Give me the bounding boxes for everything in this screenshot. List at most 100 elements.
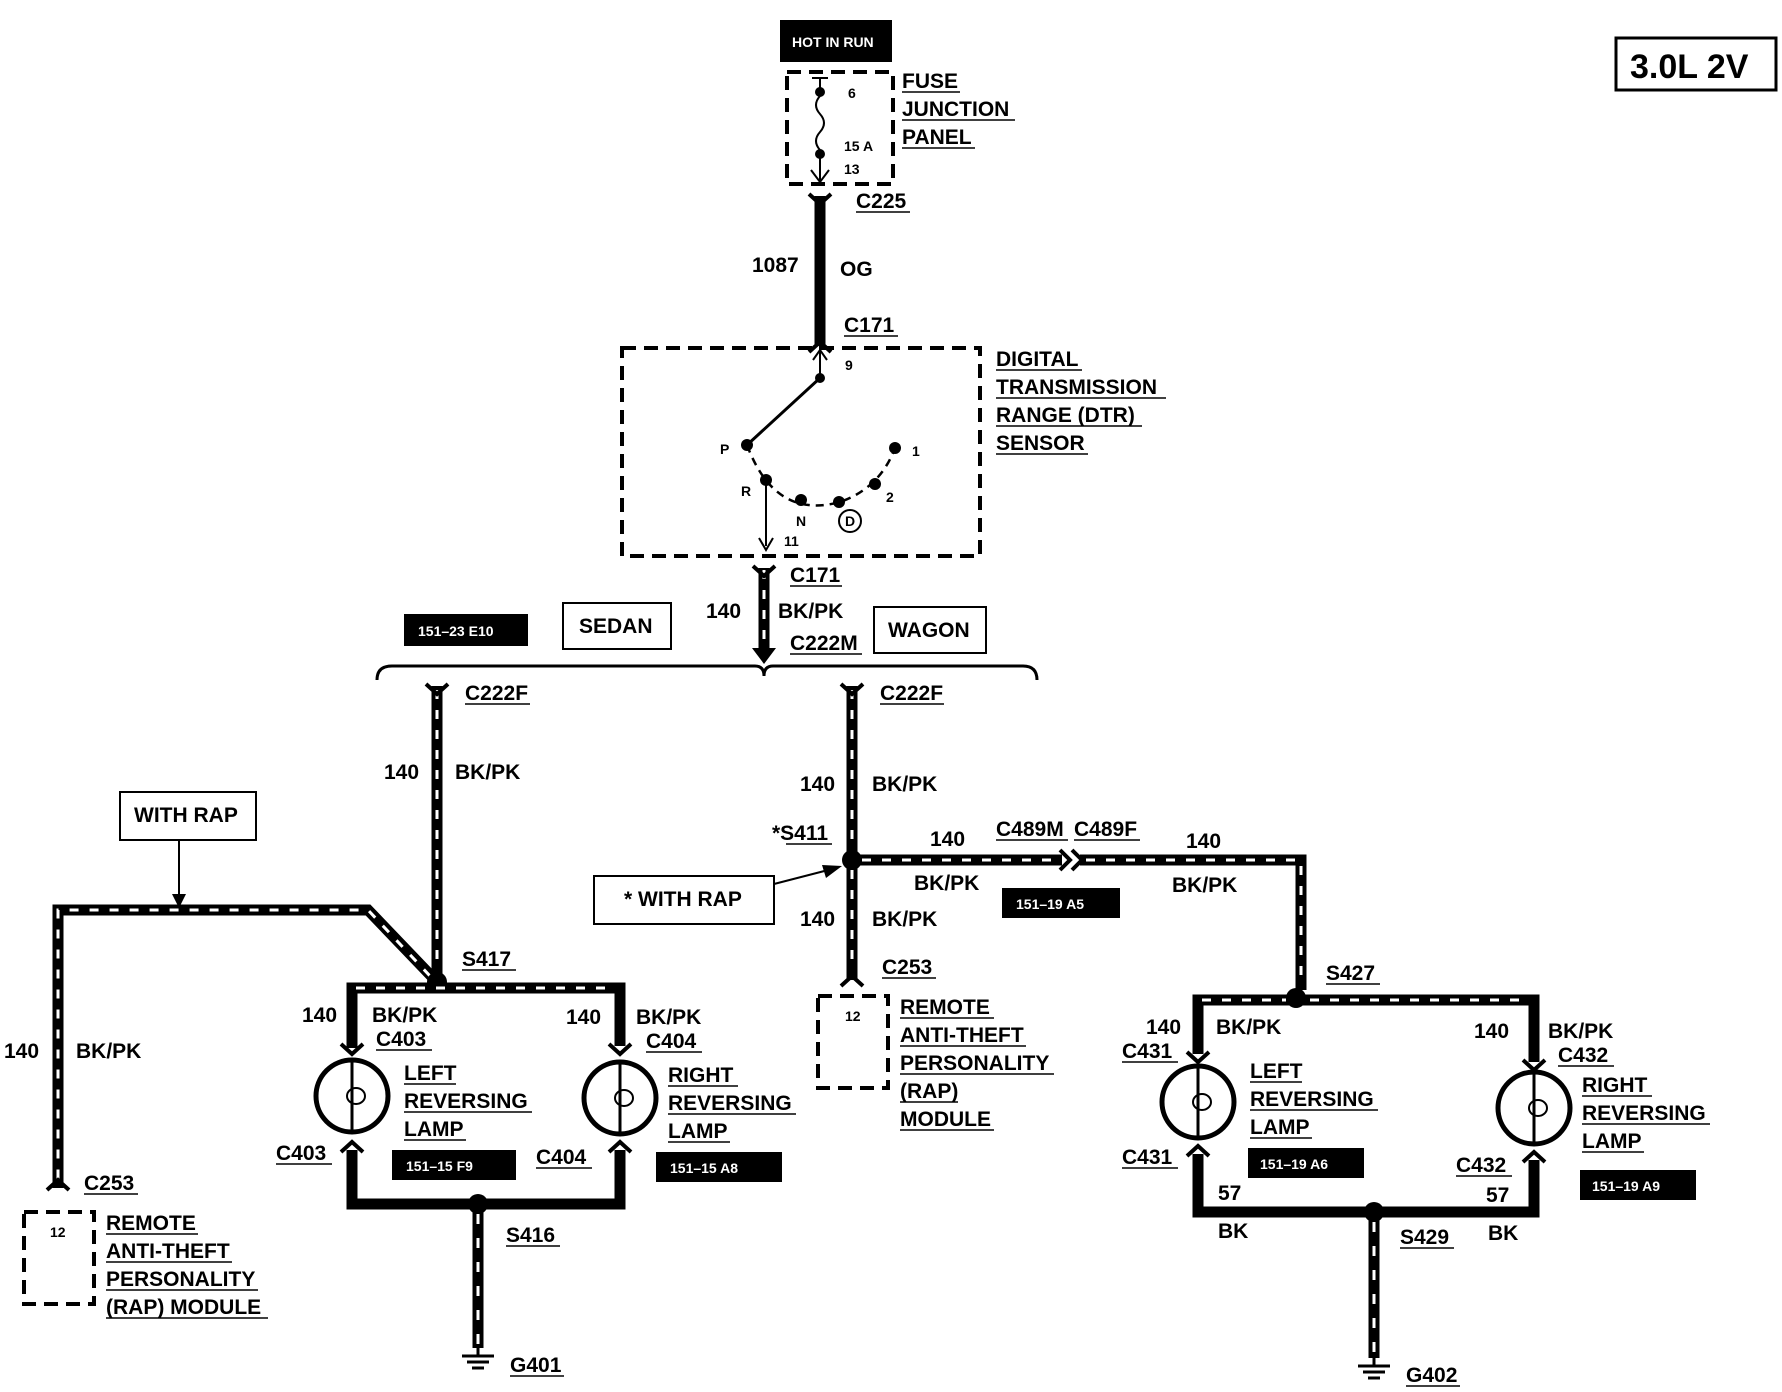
ground-g401-icon bbox=[462, 1348, 494, 1370]
sedan-ground: G401 bbox=[510, 1354, 562, 1377]
ref-wagon-splice-box bbox=[1002, 888, 1120, 918]
sedan-left-circuit: 140 bbox=[302, 1004, 337, 1027]
ref-sedan-right-lamp: 151–15 A8 bbox=[670, 1160, 738, 1176]
ref-sedan: 151–23 E10 bbox=[418, 623, 494, 639]
sedan-left-name-2: REVERSING bbox=[404, 1090, 528, 1113]
sedan-rap-module-outline bbox=[22, 1210, 96, 1306]
fuse-pin-top: 6 bbox=[848, 85, 856, 101]
main-wire-color: BK/PK bbox=[778, 600, 843, 623]
engine-title: 3.0L 2V bbox=[1630, 48, 1749, 86]
sedan-left-color: BK/PK bbox=[372, 1004, 437, 1027]
wagon-conn-f: C489F bbox=[1074, 818, 1137, 841]
wagon-right-gnd-circuit: 57 bbox=[1486, 1184, 1509, 1207]
fuse-icon bbox=[810, 77, 830, 184]
ref-wagon-right-lamp-box bbox=[1580, 1170, 1696, 1200]
dtr-pin-out: 11 bbox=[784, 533, 799, 549]
sedan-rap-connector: C253 bbox=[84, 1172, 134, 1195]
main-wire-circuit: 140 bbox=[706, 600, 741, 623]
wagon-right-name-3: LAMP bbox=[1582, 1130, 1642, 1153]
sedan-with-rap: WITH RAP bbox=[134, 804, 238, 827]
dtr-pos-d: D bbox=[845, 513, 855, 529]
dtr-name-3: RANGE (DTR) bbox=[996, 404, 1135, 427]
wagon-right-name-2: REVERSING bbox=[1582, 1102, 1706, 1125]
ref-sedan-left-lamp: 151–15 F9 bbox=[406, 1158, 473, 1174]
fuse-panel-name-2: JUNCTION bbox=[902, 98, 1009, 121]
dtr-name-1: DIGITAL bbox=[996, 348, 1079, 371]
ref-sedan-right-lamp-box bbox=[656, 1152, 782, 1182]
dtr-sensor-outline bbox=[620, 346, 982, 558]
ref-wagon-left-lamp-box bbox=[1248, 1148, 1364, 1178]
wagon-rap-pin: 12 bbox=[845, 1008, 861, 1024]
wagon-rap-module-outline bbox=[816, 994, 890, 1090]
sedan-right-name-1: RIGHT bbox=[668, 1064, 734, 1087]
sedan-rap-name-2: ANTI-THEFT bbox=[106, 1240, 230, 1263]
wagon-right-circuit: 140 bbox=[1474, 1020, 1509, 1043]
dtr-pos-2: 2 bbox=[886, 489, 894, 505]
wagon-left-name-1: LEFT bbox=[1250, 1060, 1303, 1083]
wagon-splice: *S411 bbox=[772, 822, 828, 845]
sedan-left-conn-bottom: C403 bbox=[276, 1142, 326, 1165]
wagon-right-name-1: RIGHT bbox=[1582, 1074, 1648, 1097]
connector-c222m: C222M bbox=[790, 632, 858, 655]
dtr-name-4: SENSOR bbox=[996, 432, 1085, 455]
ref-wagon-splice: 151–19 A5 bbox=[1016, 896, 1084, 912]
sedan-rap-wire-circuit: 140 bbox=[4, 1040, 39, 1063]
sedan-left-lamp-icon bbox=[313, 1057, 391, 1135]
variant-sedan: SEDAN bbox=[579, 615, 653, 638]
sedan-right-name-2: REVERSING bbox=[668, 1092, 792, 1115]
wagon-wire-circuit: 140 bbox=[800, 773, 835, 796]
variant-wagon: WAGON bbox=[888, 619, 970, 642]
fuse-pin-bottom: 13 bbox=[844, 161, 860, 177]
sedan-rap-pin: 12 bbox=[50, 1224, 66, 1240]
ref-sedan-left-lamp-box bbox=[392, 1150, 516, 1180]
fuse-panel-name-3: PANEL bbox=[902, 126, 972, 149]
wagon-rap-name-2: ANTI-THEFT bbox=[900, 1024, 1024, 1047]
sedan-splice-top: S417 bbox=[462, 948, 511, 971]
connector-c171-top: C171 bbox=[844, 314, 895, 337]
connector-c225: C225 bbox=[856, 190, 907, 213]
wagon-left-color: BK/PK bbox=[1216, 1016, 1281, 1039]
wagon-connector-c222f: C222F bbox=[880, 682, 943, 705]
wagon-out2-circuit: 140 bbox=[1186, 830, 1221, 853]
sedan-right-lamp-icon bbox=[581, 1059, 659, 1137]
wagon-right-gnd-color: BK bbox=[1488, 1222, 1518, 1245]
wagon-rap-name-4: (RAP) bbox=[900, 1080, 958, 1103]
variant-split-bracket bbox=[375, 664, 1039, 681]
sedan-rap-name-1: REMOTE bbox=[106, 1212, 196, 1235]
wagon-rap-name-3: PERSONALITY bbox=[900, 1052, 1049, 1075]
dtr-pos-n: N bbox=[796, 513, 806, 529]
wagon-rap-connector: C253 bbox=[882, 956, 932, 979]
ref-wagon-left-lamp: 151–19 A6 bbox=[1260, 1156, 1328, 1172]
connector-c171-bottom: C171 bbox=[790, 564, 841, 587]
sedan-left-name-1: LEFT bbox=[404, 1062, 457, 1085]
fuse-panel-outline bbox=[785, 70, 895, 186]
dtr-name-2: TRANSMISSION bbox=[996, 376, 1157, 399]
dtr-switch-icon bbox=[741, 346, 901, 552]
wire-1087-color: OG bbox=[840, 258, 873, 281]
sedan-rap-name-3: PERSONALITY bbox=[106, 1268, 255, 1291]
wagon-left-name-2: REVERSING bbox=[1250, 1088, 1374, 1111]
wagon-rap-name-5: MODULE bbox=[900, 1108, 991, 1131]
sedan-rap-name-4: (RAP) MODULE bbox=[106, 1296, 261, 1319]
sedan-right-circuit: 140 bbox=[566, 1006, 601, 1029]
wagon-ground: G402 bbox=[1406, 1364, 1457, 1387]
sedan-right-conn-bottom: C404 bbox=[536, 1146, 587, 1169]
wagon-left-gnd-color: BK bbox=[1218, 1220, 1248, 1243]
sedan-left-name-3: LAMP bbox=[404, 1118, 464, 1141]
wagon-conn-m: C489M bbox=[996, 818, 1064, 841]
ground-g402-icon bbox=[1358, 1358, 1390, 1380]
wire-1087-circuit: 1087 bbox=[752, 254, 799, 277]
power-label: HOT IN RUN bbox=[792, 34, 874, 50]
sedan-splice-ground: S416 bbox=[506, 1224, 555, 1247]
wagon-left-conn-top: C431 bbox=[1122, 1040, 1173, 1063]
wagon-left-lamp-icon bbox=[1159, 1063, 1237, 1141]
sedan-left-conn-top: C403 bbox=[376, 1028, 426, 1051]
dtr-pin-in: 9 bbox=[845, 357, 853, 373]
dtr-pos-r: R bbox=[741, 483, 751, 499]
wagon-rap-name-1: REMOTE bbox=[900, 996, 990, 1019]
sedan-right-color: BK/PK bbox=[636, 1006, 701, 1029]
wagon-right-conn-bottom: C432 bbox=[1456, 1154, 1506, 1177]
wagon-rap-circuit: 140 bbox=[800, 908, 835, 931]
wagon-right-conn-top: C432 bbox=[1558, 1044, 1608, 1067]
wagon-with-rap: * WITH RAP bbox=[624, 888, 742, 911]
